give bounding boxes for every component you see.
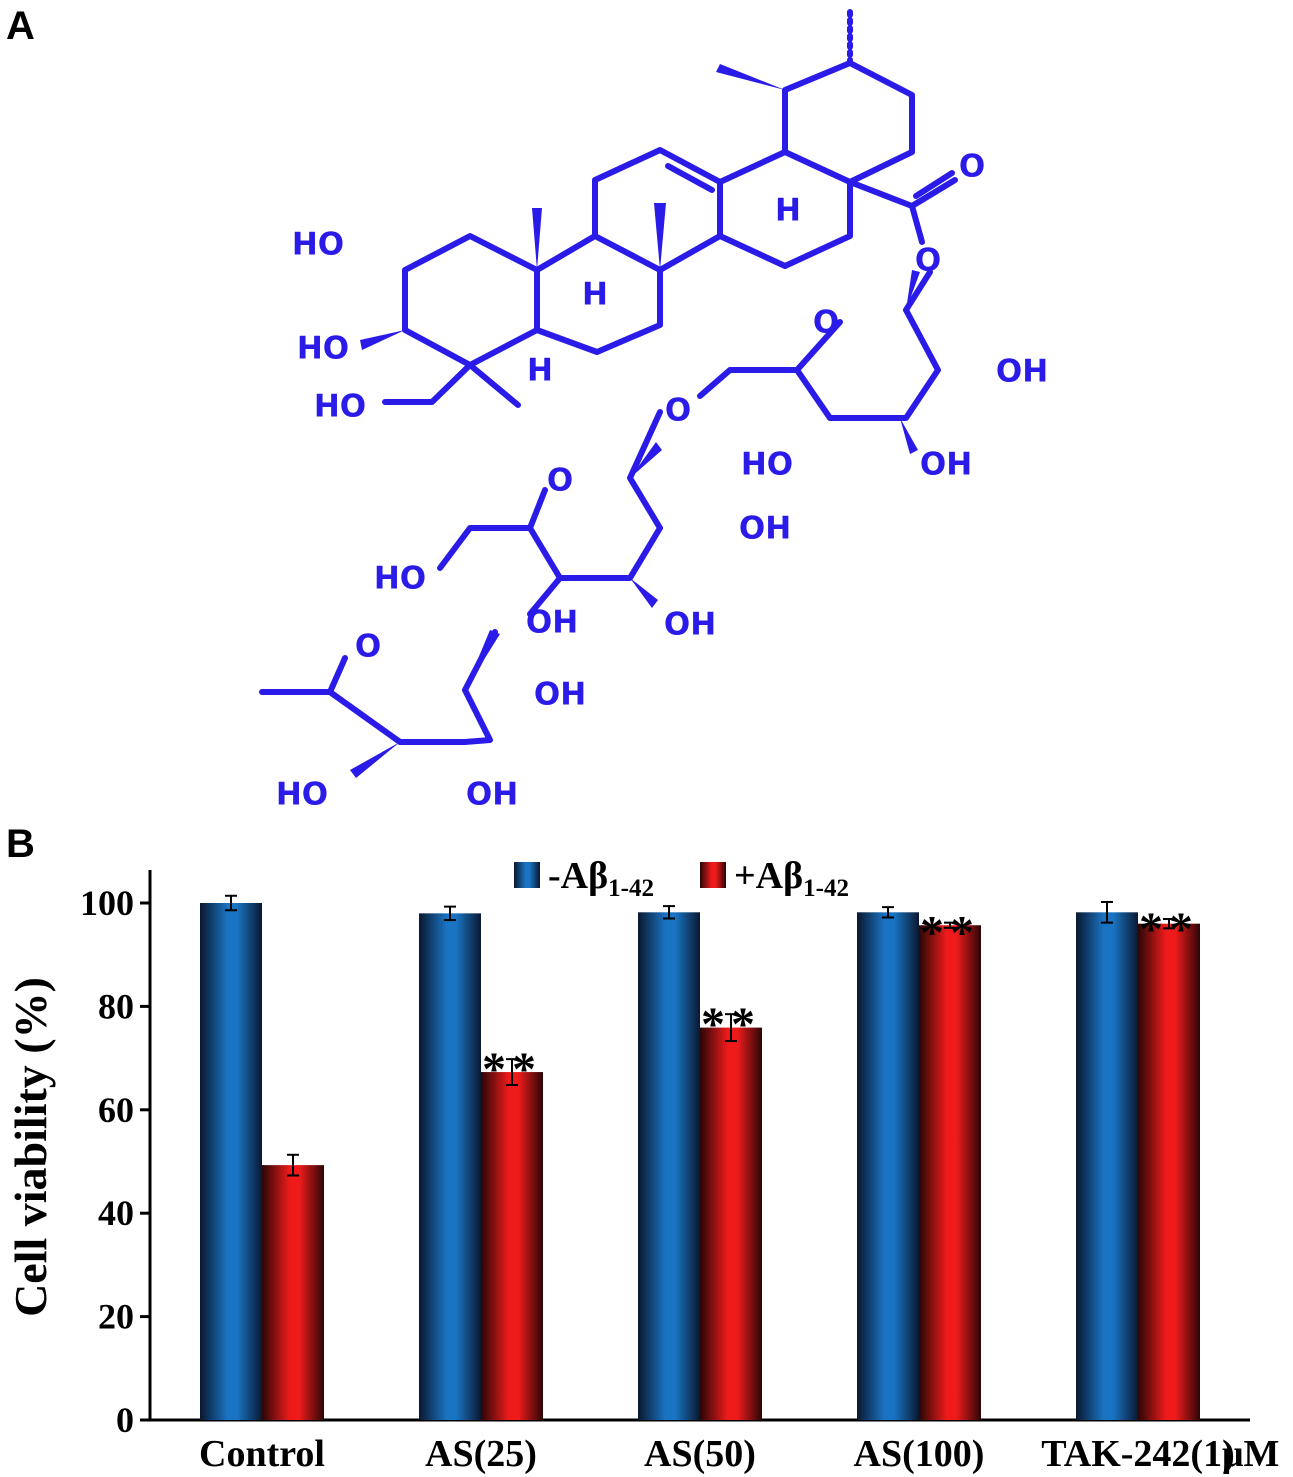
legend-label: -Aβ1-42 [548,855,654,902]
atom-label: H [582,277,608,313]
x-tick-label: Control [199,1433,325,1475]
significance-label: ** [482,1043,542,1096]
atom-label: OH [996,354,1048,390]
panel-label-a: A [6,4,35,48]
atom-label: HO [297,331,349,367]
y-axis-label: Cell viability (%) [5,977,56,1317]
atom-label: HO [276,777,328,813]
y-tick-label: 0 [116,1400,134,1440]
panel-label-b: B [6,822,35,866]
atom-label: H [527,353,553,389]
y-tick-label: 80 [98,986,134,1026]
atom-label: HO [314,389,366,425]
atom-label: OH [739,511,791,547]
atom-label: O [355,629,381,665]
y-tick-label: 20 [98,1297,134,1337]
bar [262,1165,324,1420]
atom-label: O [959,149,985,185]
atom-label: O [665,393,691,429]
atom-label: OH [534,677,586,713]
x-tick-label: AS(25) [425,1433,537,1475]
legend-swatch [514,862,540,888]
bar [1076,912,1138,1420]
x-tick-label: AS(50) [644,1433,756,1475]
bar [419,913,481,1420]
bar [638,912,700,1420]
atom-label: HO [741,447,793,483]
atom-label: HO [374,561,426,597]
legend-label: +Aβ1-42 [734,855,849,902]
unit-label: μM [1222,1433,1279,1475]
y-tick-label: 60 [98,1090,134,1130]
bar [481,1072,543,1420]
bar [857,912,919,1420]
bar [1138,923,1200,1420]
atom-label: OH [920,447,972,483]
significance-label: ** [920,907,980,960]
bar [919,925,981,1420]
bar [200,903,262,1420]
atom-label: OH [526,605,578,641]
y-tick-label: 40 [98,1193,134,1233]
atom-label: O [547,463,573,499]
legend-swatch [700,862,726,888]
atom-label: HO [292,227,344,263]
significance-label: ** [1139,903,1199,956]
x-tick-label: AS(100) [854,1433,985,1475]
x-tick-label: TAK-242(1) [1041,1433,1235,1475]
atom-label: O [915,243,941,279]
atom-label: H [775,193,801,229]
y-tick-label: 100 [80,883,134,923]
bar [700,1027,762,1420]
atom-label: OH [466,777,518,813]
atom-label: OH [664,607,716,643]
significance-label: ** [701,998,761,1051]
atom-label: O [813,305,839,341]
